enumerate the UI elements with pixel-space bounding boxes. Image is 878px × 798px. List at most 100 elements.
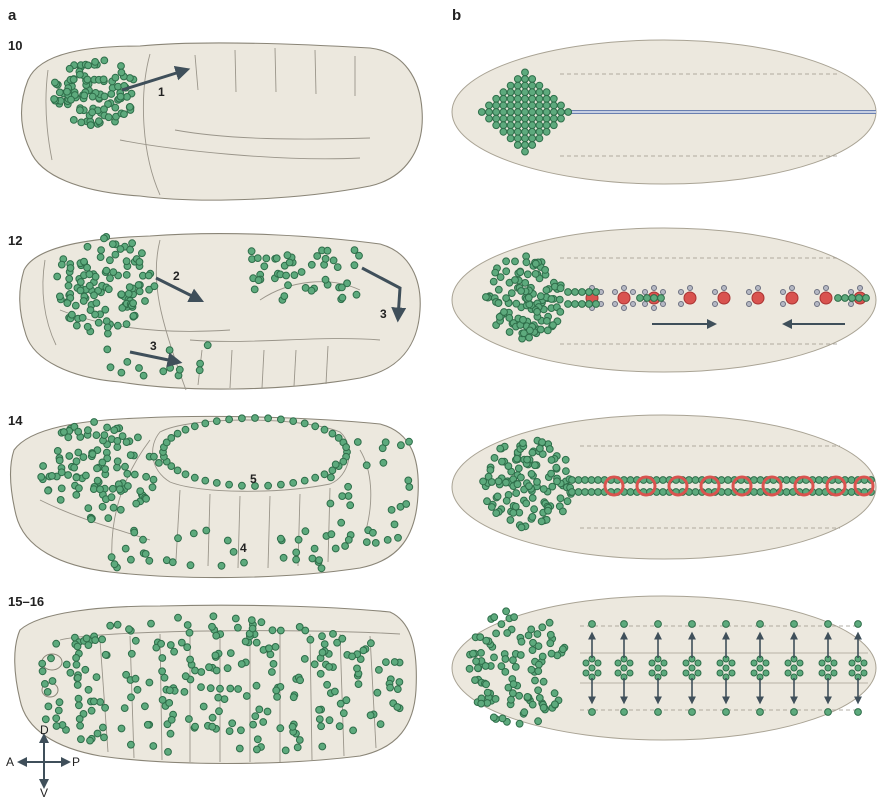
hemocyte-cell [216,708,223,715]
hemocyte-cell [536,135,543,142]
hemocyte-cell [85,62,92,69]
axis-label-dorsal: D [40,723,49,737]
hemocyte-cell [486,109,493,116]
hemocyte-cell [480,478,487,485]
hemocyte-cell [40,463,47,470]
hemocyte-cell [140,372,147,379]
hemocyte-cell [831,670,837,676]
hemocyte-cell [130,300,137,307]
hemocyte-cell [560,508,567,515]
hemocyte-cell [507,102,514,109]
hemocyte-cell [627,670,633,676]
hemocyte-cell [543,102,550,109]
hemocyte-cell [254,255,261,262]
hemocyte-cell [486,115,493,122]
hemocyte-cell [508,290,515,297]
hemocyte-cell [250,721,257,728]
hemocyte-cell [66,275,73,282]
hemocyte-cell [337,700,344,707]
hemocyte-cell [660,477,667,484]
hemocyte-cell [298,269,305,276]
hemocyte-cell [226,728,233,735]
hemocyte-cell [517,269,524,276]
hemocyte-cell [565,289,572,296]
hemocyte-cell [689,621,696,628]
hemocyte-cell [326,717,333,724]
hemocyte-cell [532,677,539,684]
hemocyte-cell [296,737,303,744]
hemocyte-cell [403,501,410,508]
hemocyte-cell [652,286,657,291]
hemocyte-cell [248,617,255,624]
hemocyte-cell [274,694,281,701]
hemocyte-cell [522,109,529,116]
hemocyte-cell [104,424,111,431]
hemocyte-cell [269,669,276,676]
hemocyte-cell [97,486,104,493]
hemocyte-cell [396,679,403,686]
hemocyte-cell [618,292,630,304]
hemocyte-cell [265,415,272,422]
hemocyte-cell [174,467,181,474]
hemocyte-cell [322,276,329,283]
hemocyte-cell [713,290,718,295]
hemocyte-cell [91,419,98,426]
hemocyte-cell [239,415,246,422]
hemocyte-cell [124,359,131,366]
hemocyte-cell [529,142,536,149]
hemocyte-cell [345,537,352,544]
stage-label-10: 10 [8,38,22,53]
hemocyte-cell [107,257,114,264]
hemocyte-cell [478,700,485,707]
hemocyte-cell [197,360,204,367]
hemocyte-cell [483,294,490,301]
hemocyte-cell [819,670,825,676]
hemocyte-cell [176,366,183,373]
hemocyte-cell [148,620,155,627]
hemocyte-cell [475,665,482,672]
hemocyte-cell [406,438,413,445]
hemocyte-cell [136,365,143,372]
hemocyte-cell [295,536,302,543]
hemocyte-cell [529,701,536,708]
hemocyte-cell [187,562,194,569]
hemocyte-cell [58,469,65,476]
hemocyte-cell [524,694,531,701]
hemocyte-cell [84,76,91,83]
hemocyte-cell [858,286,863,291]
hemocyte-cell [528,471,535,478]
hemocyte-cell [128,650,135,657]
hemocyte-cell [569,489,576,496]
panel-letter-b: b [452,7,461,24]
hemocyte-cell [92,59,99,66]
hemocyte-cell [507,135,514,142]
hemocyte-cell [284,252,291,259]
hemocyte-cell [529,82,536,89]
hemocyte-cell [93,674,100,681]
axis-label-anterior: A [6,755,14,769]
hemocyte-cell [51,96,58,103]
hemocyte-cell [198,669,205,676]
hemocyte-cell [209,723,216,730]
hemocyte-cell [816,489,823,496]
hemocyte-cell [254,746,261,753]
hemocyte-cell [548,470,555,477]
hemocyte-cell [558,109,565,116]
hemocyte-cell [187,656,194,663]
hemocyte-cell [238,727,245,734]
hemocyte-cell [529,115,536,122]
axis-label-posterior: P [72,755,80,769]
hemocyte-cell [528,626,535,633]
hemocyte-cell [91,698,98,705]
hemocyte-cell [321,471,328,478]
hemocyte-cell [127,741,134,748]
hemocyte-cell [49,678,56,685]
hemocyte-cell [192,723,199,730]
hemocyte-cell [109,485,116,492]
hemocyte-cell [546,446,553,453]
hemocyte-cell [130,313,137,320]
hemocyte-cell [182,471,189,478]
hemocyte-cell [835,295,842,302]
hemocyte-cell [615,660,621,666]
hemocyte-cell [394,686,401,693]
